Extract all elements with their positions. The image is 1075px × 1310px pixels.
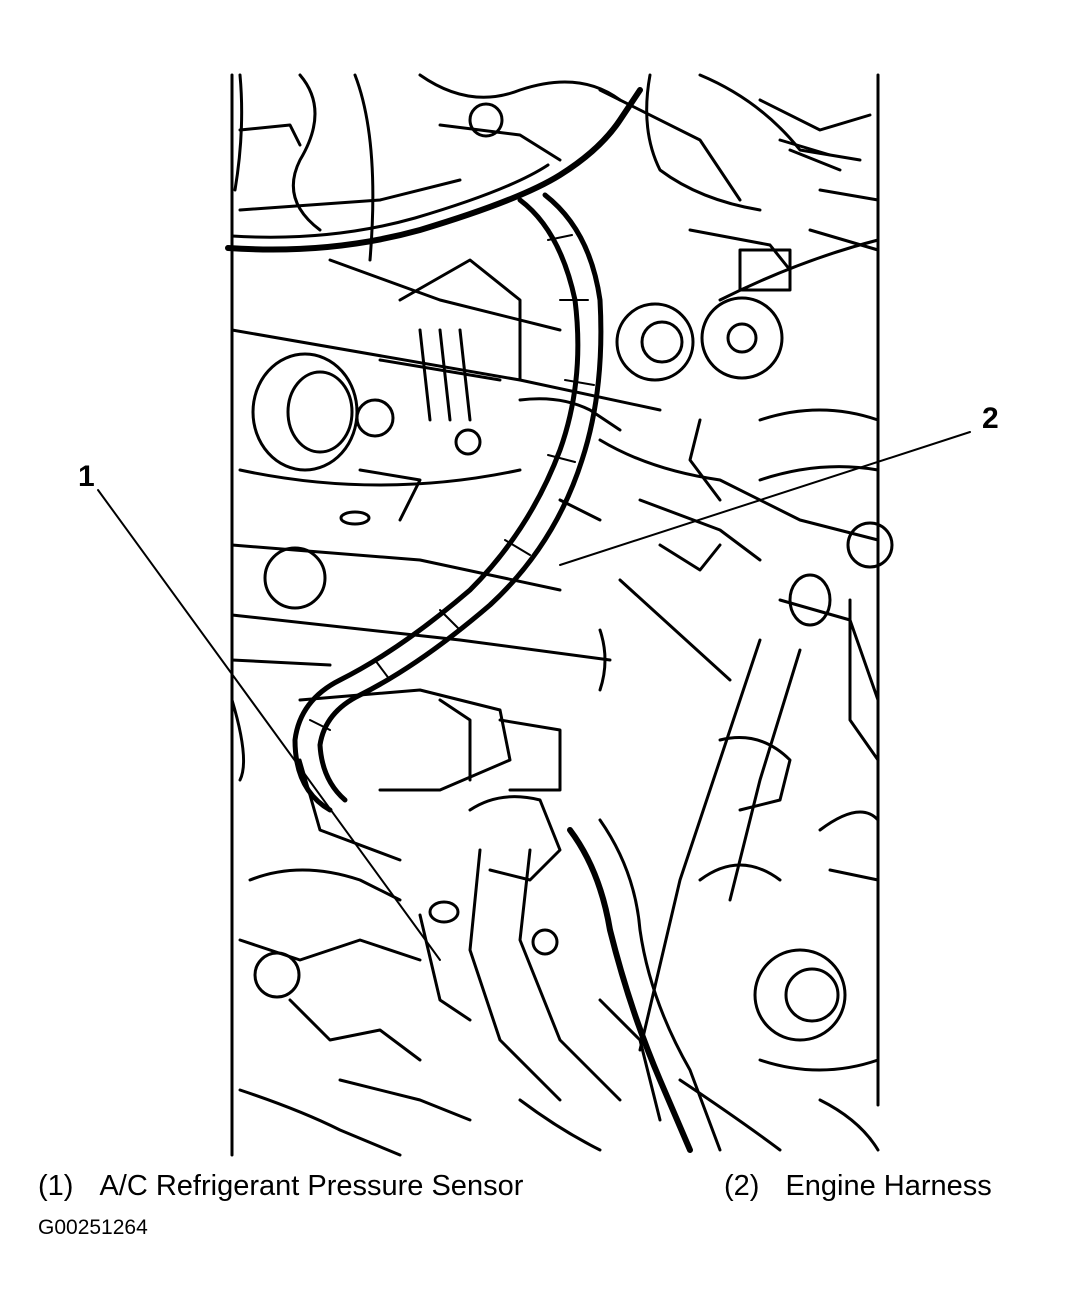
callout-1-leader [97, 489, 441, 961]
caption-1: (1) A/C Refrigerant Pressure Sensor [38, 1172, 523, 1201]
callout-2-leader [559, 431, 971, 566]
caption-1-label: A/C Refrigerant Pressure Sensor [99, 1170, 524, 1202]
caption-1-number: (1) [38, 1170, 74, 1202]
caption-2-number: (2) [724, 1170, 760, 1202]
caption-2: (2) Engine Harness [724, 1172, 992, 1201]
callout-2-number: 2 [982, 402, 999, 435]
lower-hose [567, 827, 693, 1153]
callout-1-number: 1 [78, 460, 95, 493]
round-components [251, 296, 894, 1042]
figure-id: G00251264 [38, 1216, 148, 1239]
upper-hose [225, 87, 643, 253]
caption-2-label: Engine Harness [785, 1170, 992, 1202]
lower-components [238, 688, 880, 1157]
upper-engine-lines [233, 73, 880, 292]
engine-harness-drawing [292, 192, 604, 813]
right-side-structure [638, 238, 880, 1072]
